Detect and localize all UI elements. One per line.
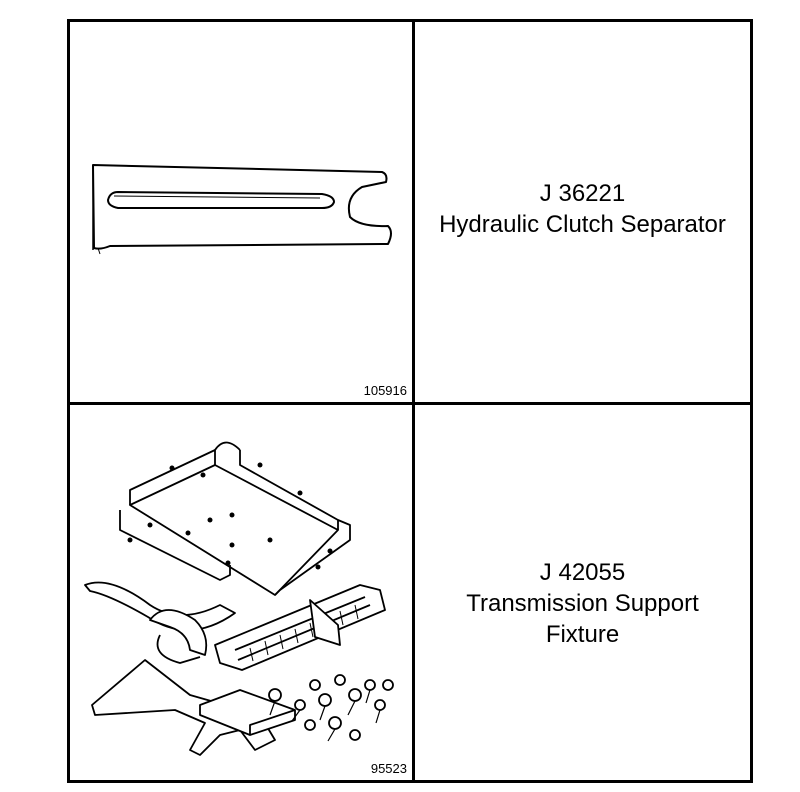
tool-description-cell-2: J 42055 Transmission Support Fixture [415, 405, 750, 780]
tool-number: J 36221 [539, 180, 626, 207]
tool-name-line-2: Fixture [545, 621, 620, 648]
tool-number: J 42055 [539, 559, 626, 586]
tool-description-cell-1: J 36221 Hydraulic Clutch Separator [415, 22, 750, 402]
figure-number: 105916 [363, 383, 407, 398]
tool-table: 105916 J 36221 Hydraulic Clutch Separato… [67, 19, 753, 783]
tool-name: Hydraulic Clutch Separator [439, 211, 726, 238]
tool-illustration-cell-1: 105916 [70, 22, 412, 402]
clutch-separator-bar-illustration [92, 164, 392, 255]
tool-illustration-cell-2: 95523 [70, 405, 412, 780]
figure-number: 95523 [370, 761, 407, 776]
tool-name-line-1: Transmission Support [466, 590, 699, 617]
column-divider [412, 22, 415, 780]
transmission-support-fixture-illustration [84, 441, 394, 756]
row-divider [70, 402, 750, 405]
